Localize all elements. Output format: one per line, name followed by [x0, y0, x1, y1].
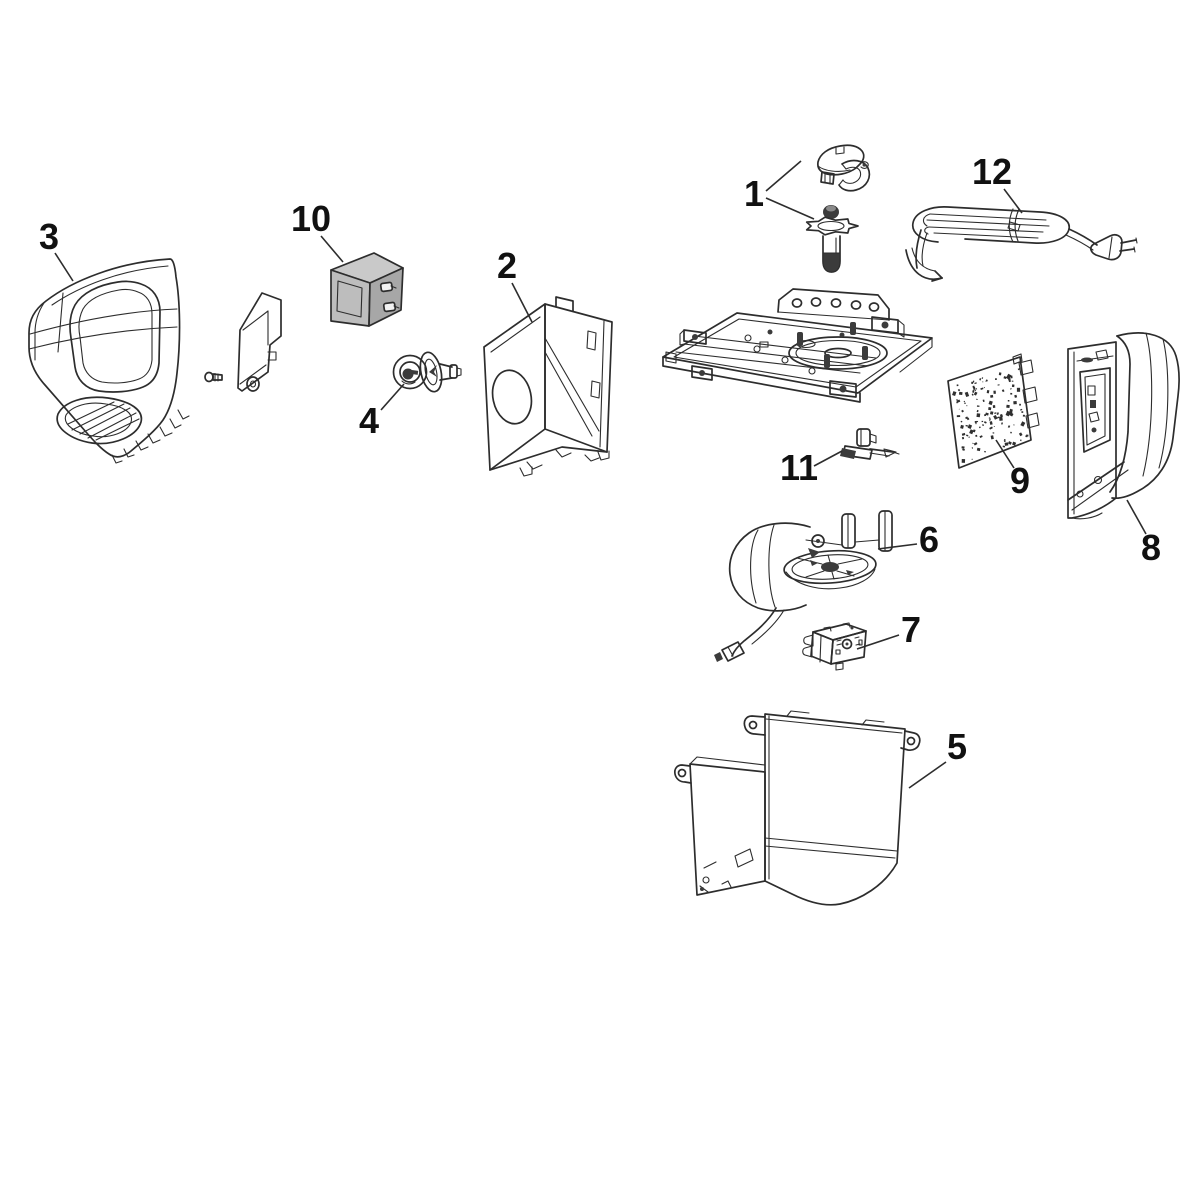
leader-line — [320, 235, 344, 263]
part-drawing-limit-switch — [802, 622, 867, 671]
leader-line — [877, 543, 918, 550]
part-callout-5: 5 — [908, 726, 967, 789]
part-number-label: 1 — [744, 173, 764, 214]
part-callout-6: 6 — [877, 519, 939, 560]
part-callout-4: 4 — [359, 383, 405, 441]
part-number-label: 5 — [947, 726, 967, 767]
part-number-label: 3 — [39, 216, 59, 257]
part-drawing-capacitor — [330, 252, 404, 327]
part-number-label: 4 — [359, 400, 379, 441]
leader-line — [1126, 499, 1147, 535]
part-drawing-side-panel — [483, 296, 613, 477]
part-drawing-logic-board — [947, 353, 1040, 469]
part-number-label: 12 — [972, 151, 1012, 192]
part-drawing-power-cord — [905, 206, 1138, 282]
part-callout-7: 7 — [856, 609, 921, 650]
leader-line — [1003, 188, 1023, 214]
circuit-board-speckles — [952, 368, 1029, 463]
part-callout-10: 10 — [291, 198, 344, 263]
part-number-label: 9 — [1010, 460, 1030, 501]
leader-line — [908, 761, 947, 789]
leader-line — [765, 160, 802, 192]
part-drawing-chassis-frame — [662, 288, 933, 403]
leader-line — [765, 197, 815, 220]
part-drawing-end-cap — [1067, 332, 1180, 520]
part-callout-8: 8 — [1126, 499, 1161, 568]
part-number-label: 2 — [497, 245, 517, 286]
part-callout-11: 11 — [780, 447, 843, 488]
part-drawing-light-socket — [392, 351, 462, 393]
leader-line — [54, 252, 74, 282]
leader-line — [380, 383, 405, 411]
leader-line — [511, 282, 533, 323]
part-drawing-motor — [714, 510, 893, 662]
leader-line — [856, 634, 900, 650]
part-drawing-front-end-cap — [28, 258, 190, 464]
part-callout-9: 9 — [995, 439, 1030, 501]
leader-line — [813, 450, 843, 467]
part-number-label: 7 — [901, 609, 921, 650]
part-drawing-bottom-cover — [673, 710, 921, 906]
part-callout-1: 1 — [744, 160, 815, 220]
part-drawing-sprocket-cover — [816, 144, 871, 192]
part-drawing-lens-bracket — [237, 292, 282, 392]
part-callout-3: 3 — [39, 216, 74, 282]
part-drawing-drive-shaft — [805, 205, 859, 273]
part-drawing-mounting-screw — [204, 371, 223, 383]
part-callout-12: 12 — [972, 151, 1023, 214]
part-drawing-rpm-sensor — [840, 428, 900, 460]
part-number-label: 6 — [919, 519, 939, 560]
leader-line — [995, 439, 1015, 469]
part-number-label: 8 — [1141, 527, 1161, 568]
part-callout-2: 2 — [497, 245, 533, 323]
part-number-label: 11 — [780, 447, 818, 488]
part-number-label: 10 — [291, 198, 331, 239]
